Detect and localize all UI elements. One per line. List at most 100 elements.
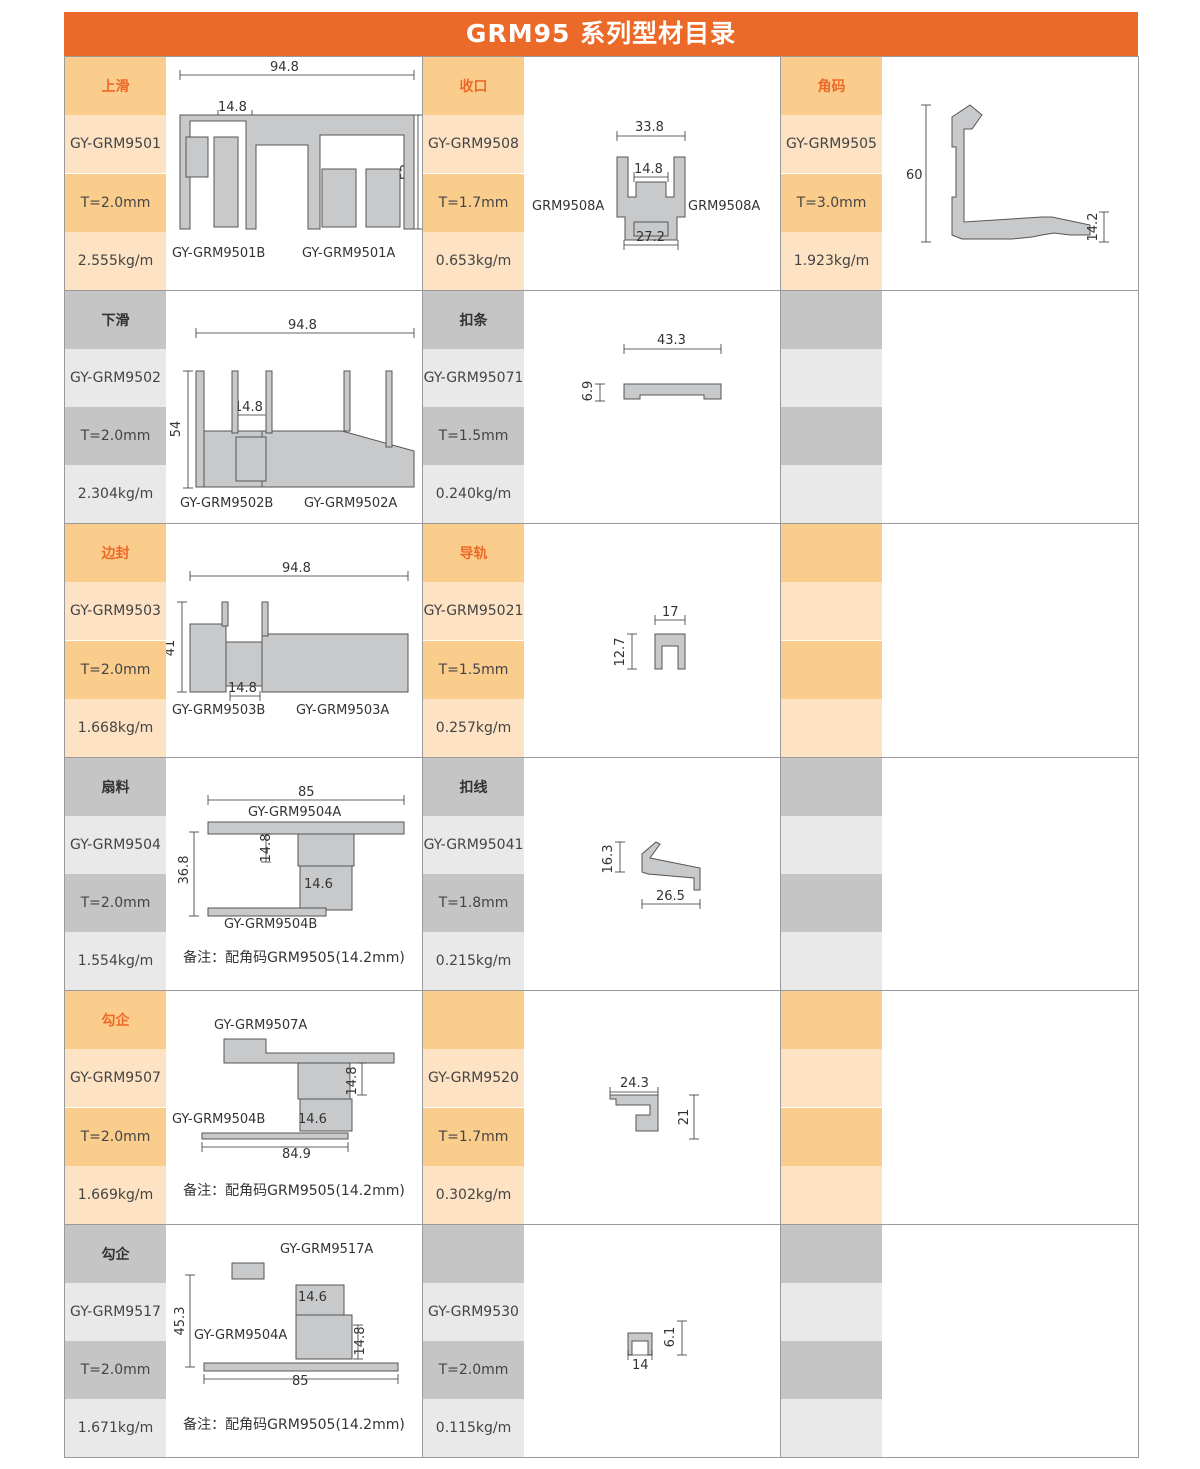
profile-name <box>781 757 882 816</box>
profile-section <box>265 370 273 433</box>
profile-grid: 上滑GY-GRM9501T=2.0mm2.555kg/m94.814.852GY… <box>64 56 1139 1458</box>
profile-95041 <box>641 840 701 890</box>
profile-9505 <box>951 104 1091 240</box>
profile-section <box>365 168 401 228</box>
profile-section <box>297 833 355 866</box>
insulation-dimension-label: 14.8 <box>634 162 663 177</box>
profile-drawing <box>882 291 1138 524</box>
profile-note: 备注：配角码GRM9505(14.2mm) <box>183 1416 405 1433</box>
profile-9504-a <box>207 821 405 834</box>
width-dimension-label: 94.8 <box>288 318 317 333</box>
width-dimension-label: 94.8 <box>282 561 311 576</box>
unit-weight <box>781 698 882 757</box>
height-dimension-label: 6.1 <box>663 1326 678 1347</box>
profile-name: 收口 <box>423 57 524 115</box>
profile-cell <box>781 523 1139 757</box>
profile-code: GY-GRM9502 <box>65 348 166 407</box>
height-dimension-label: 6.9 <box>581 380 596 401</box>
profile-drawing-svg: 16.326.5 <box>601 840 701 909</box>
width-dimension-label: 85 <box>298 785 315 800</box>
width-dimension-label: 14 <box>632 1358 649 1373</box>
profile-code: GY-GRM9504 <box>65 815 166 874</box>
profile-drawing-svg: 43.36.9 <box>581 333 722 401</box>
height-dimension-label: 41 <box>166 640 178 657</box>
wall-thickness: T=1.8mm <box>423 874 524 933</box>
width-dimension-label: 84.9 <box>282 1147 311 1162</box>
profile-name: 边封 <box>65 524 166 582</box>
profile-section <box>633 221 669 237</box>
profile-9503-a <box>261 633 409 693</box>
profile-name: 扣线 <box>423 757 524 816</box>
width-dimension-label: 17 <box>662 605 679 620</box>
profile-section <box>297 1062 351 1100</box>
profile-95021 <box>654 633 686 670</box>
unit-weight <box>781 1165 882 1224</box>
wall-thickness: T=1.5mm <box>423 640 524 699</box>
width-dimension-label: 26.5 <box>656 889 685 904</box>
profile-name: 勾企 <box>65 991 166 1049</box>
profile-code-left: GRM9508A <box>532 199 604 214</box>
insulation-dimension-label: 14.8 <box>234 400 263 415</box>
profile-name <box>781 290 882 349</box>
profile-95071 <box>623 383 722 399</box>
inner-dimension-label: 14.6 <box>304 877 333 892</box>
profile-name: 上滑 <box>65 57 166 115</box>
profile-code: GY-GRM9508 <box>423 115 524 174</box>
profile-code-bottom: GY-GRM9504B <box>224 917 317 932</box>
profile-cell <box>781 1223 1139 1458</box>
profile-section <box>321 168 357 228</box>
profile-section <box>213 136 239 228</box>
width-dimension-label: 85 <box>292 1374 309 1389</box>
profile-code: GY-GRM95021 <box>423 582 524 641</box>
profile-name <box>423 991 524 1049</box>
profile-code-left: GY-GRM9504A <box>194 1328 287 1343</box>
profile-code <box>781 815 882 874</box>
unit-weight: 2.304kg/m <box>65 465 166 524</box>
profile-drawing <box>882 524 1138 757</box>
profile-drawing-svg <box>882 991 1138 1224</box>
profile-code <box>781 348 882 407</box>
wall-thickness <box>781 640 882 699</box>
wall-thickness: T=1.5mm <box>423 407 524 466</box>
profile-drawing-svg <box>882 291 1138 524</box>
profile-section <box>343 370 351 431</box>
height-dimension-label: 54 <box>169 420 184 437</box>
profile-9503-b <box>189 623 227 693</box>
profile-code: GY-GRM95041 <box>423 815 524 874</box>
profile-9517-a-hook <box>231 1262 265 1279</box>
profile-drawing-svg <box>882 1225 1138 1458</box>
height-dimension-label: 45.3 <box>173 1306 188 1335</box>
profile-code-right: GY-GRM9502A <box>304 496 397 511</box>
unit-weight: 1.671kg/m <box>65 1399 166 1458</box>
width-dimension-label: 24.3 <box>620 1076 649 1091</box>
profile-code-right: GY-GRM9501A <box>302 246 395 261</box>
profile-code-left: GY-GRM9504B <box>172 1112 265 1127</box>
unit-weight: 0.653kg/m <box>423 231 524 290</box>
wall-thickness: T=2.0mm <box>65 407 166 466</box>
wall-thickness: T=2.0mm <box>65 640 166 699</box>
profile-9502-wall <box>195 370 205 487</box>
profile-code: GY-GRM9507 <box>65 1049 166 1108</box>
profile-section <box>295 1314 353 1359</box>
wall-thickness <box>781 1341 882 1400</box>
profile-code: GY-GRM95071 <box>423 348 524 407</box>
profile-drawing <box>882 991 1138 1224</box>
unit-weight: 0.302kg/m <box>423 1165 524 1224</box>
profile-section <box>299 865 353 910</box>
